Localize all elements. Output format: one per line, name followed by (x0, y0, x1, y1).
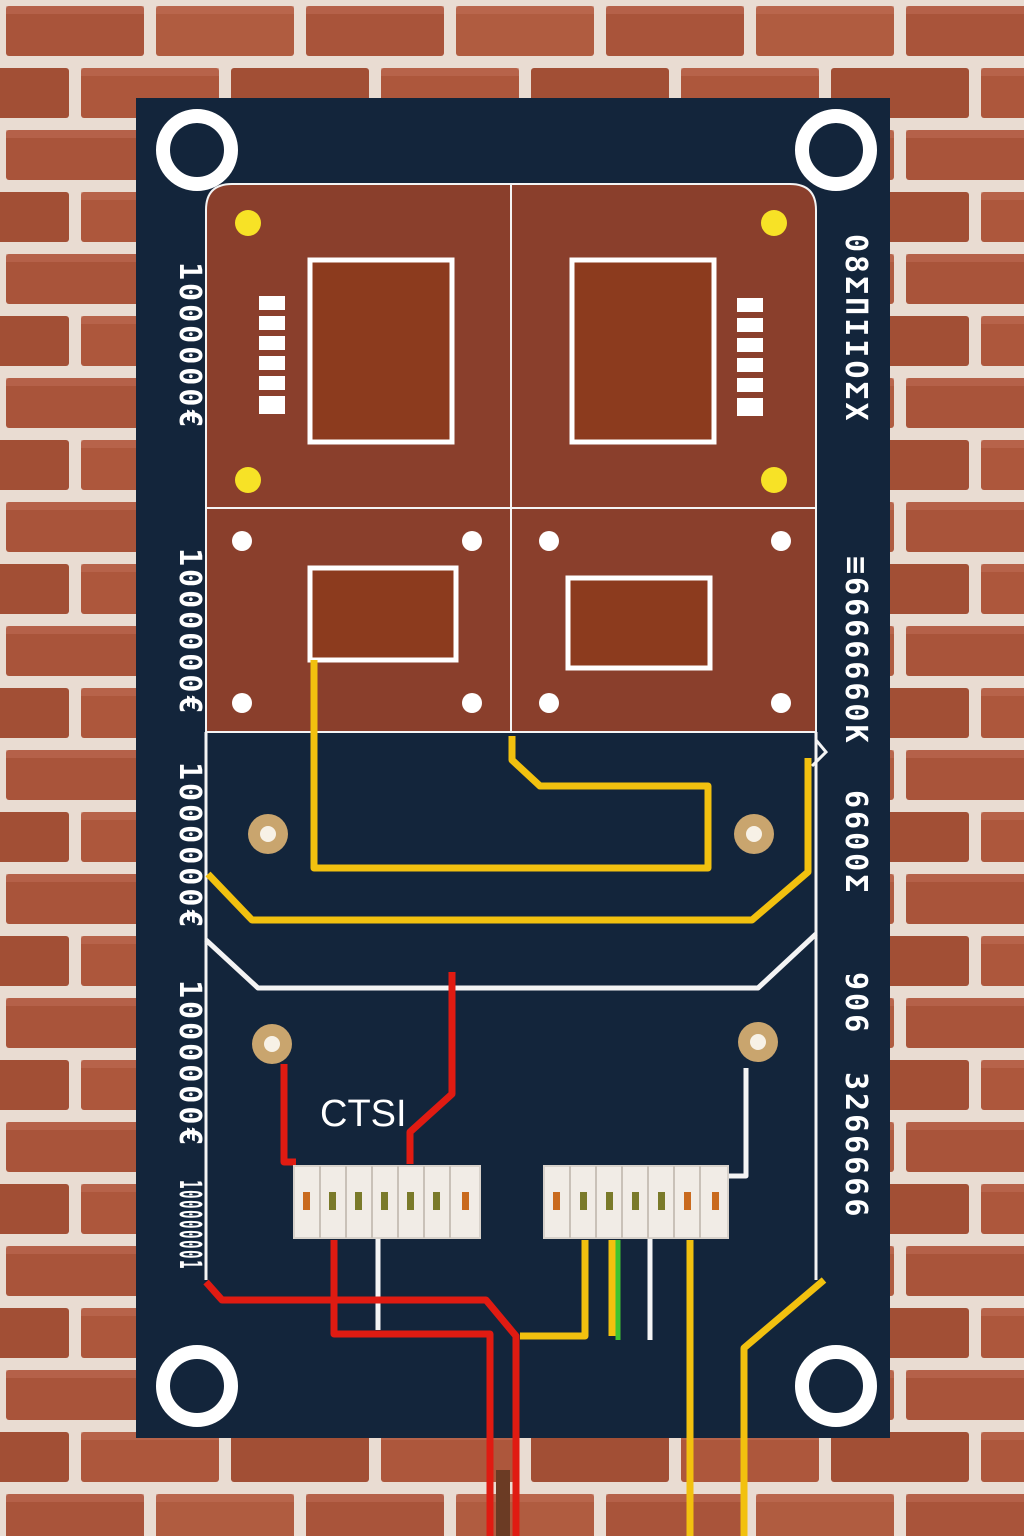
ic-chip-icon (569, 257, 717, 445)
silk-text: 100000001 (172, 1180, 207, 1270)
mounting-hole-icon (156, 1345, 238, 1427)
mounting-hole-icon (795, 109, 877, 191)
silk-text: 08ΣΠΙΙΟΣΧ (838, 234, 873, 424)
yellow-traces (205, 660, 827, 1536)
mounting-holes (156, 109, 877, 1427)
ic-label: CTSI (320, 1093, 407, 1135)
trace-stub (496, 1470, 510, 1536)
gold-pads (248, 814, 778, 1064)
silk-text: 1000000€ (172, 262, 207, 431)
ic-chip-icon (307, 257, 455, 445)
connector-header-icon (543, 1165, 729, 1239)
ic-chip-icon (307, 565, 459, 663)
copper-region (205, 183, 817, 733)
connector-header-icon (293, 1165, 481, 1239)
silk-text: 906 (838, 972, 873, 1035)
silk-text: 6600Σ (838, 790, 873, 895)
silk-text: 1000000€ (172, 980, 207, 1149)
mounting-hole-icon (156, 109, 238, 191)
silk-text: ≡6666660Κ (838, 556, 873, 746)
white-traces (204, 932, 818, 1340)
silk-text: 1000000€ (172, 762, 207, 931)
ic-chip-icon (565, 575, 713, 671)
mounting-hole-icon (795, 1345, 877, 1427)
silk-text: 1000000€ (172, 548, 207, 717)
silk-text: 3266666 (838, 1072, 873, 1219)
board-edge-lines (204, 732, 829, 1280)
red-traces (203, 972, 520, 1536)
right-silkscreen: 08ΣΠΙΙΟΣΧ ≡6666660Κ 6600Σ 906 3266666 (838, 234, 873, 1219)
left-silkscreen: 1000000€ 1000000€ 1000000€ 1000000€ 1000… (172, 262, 207, 1270)
